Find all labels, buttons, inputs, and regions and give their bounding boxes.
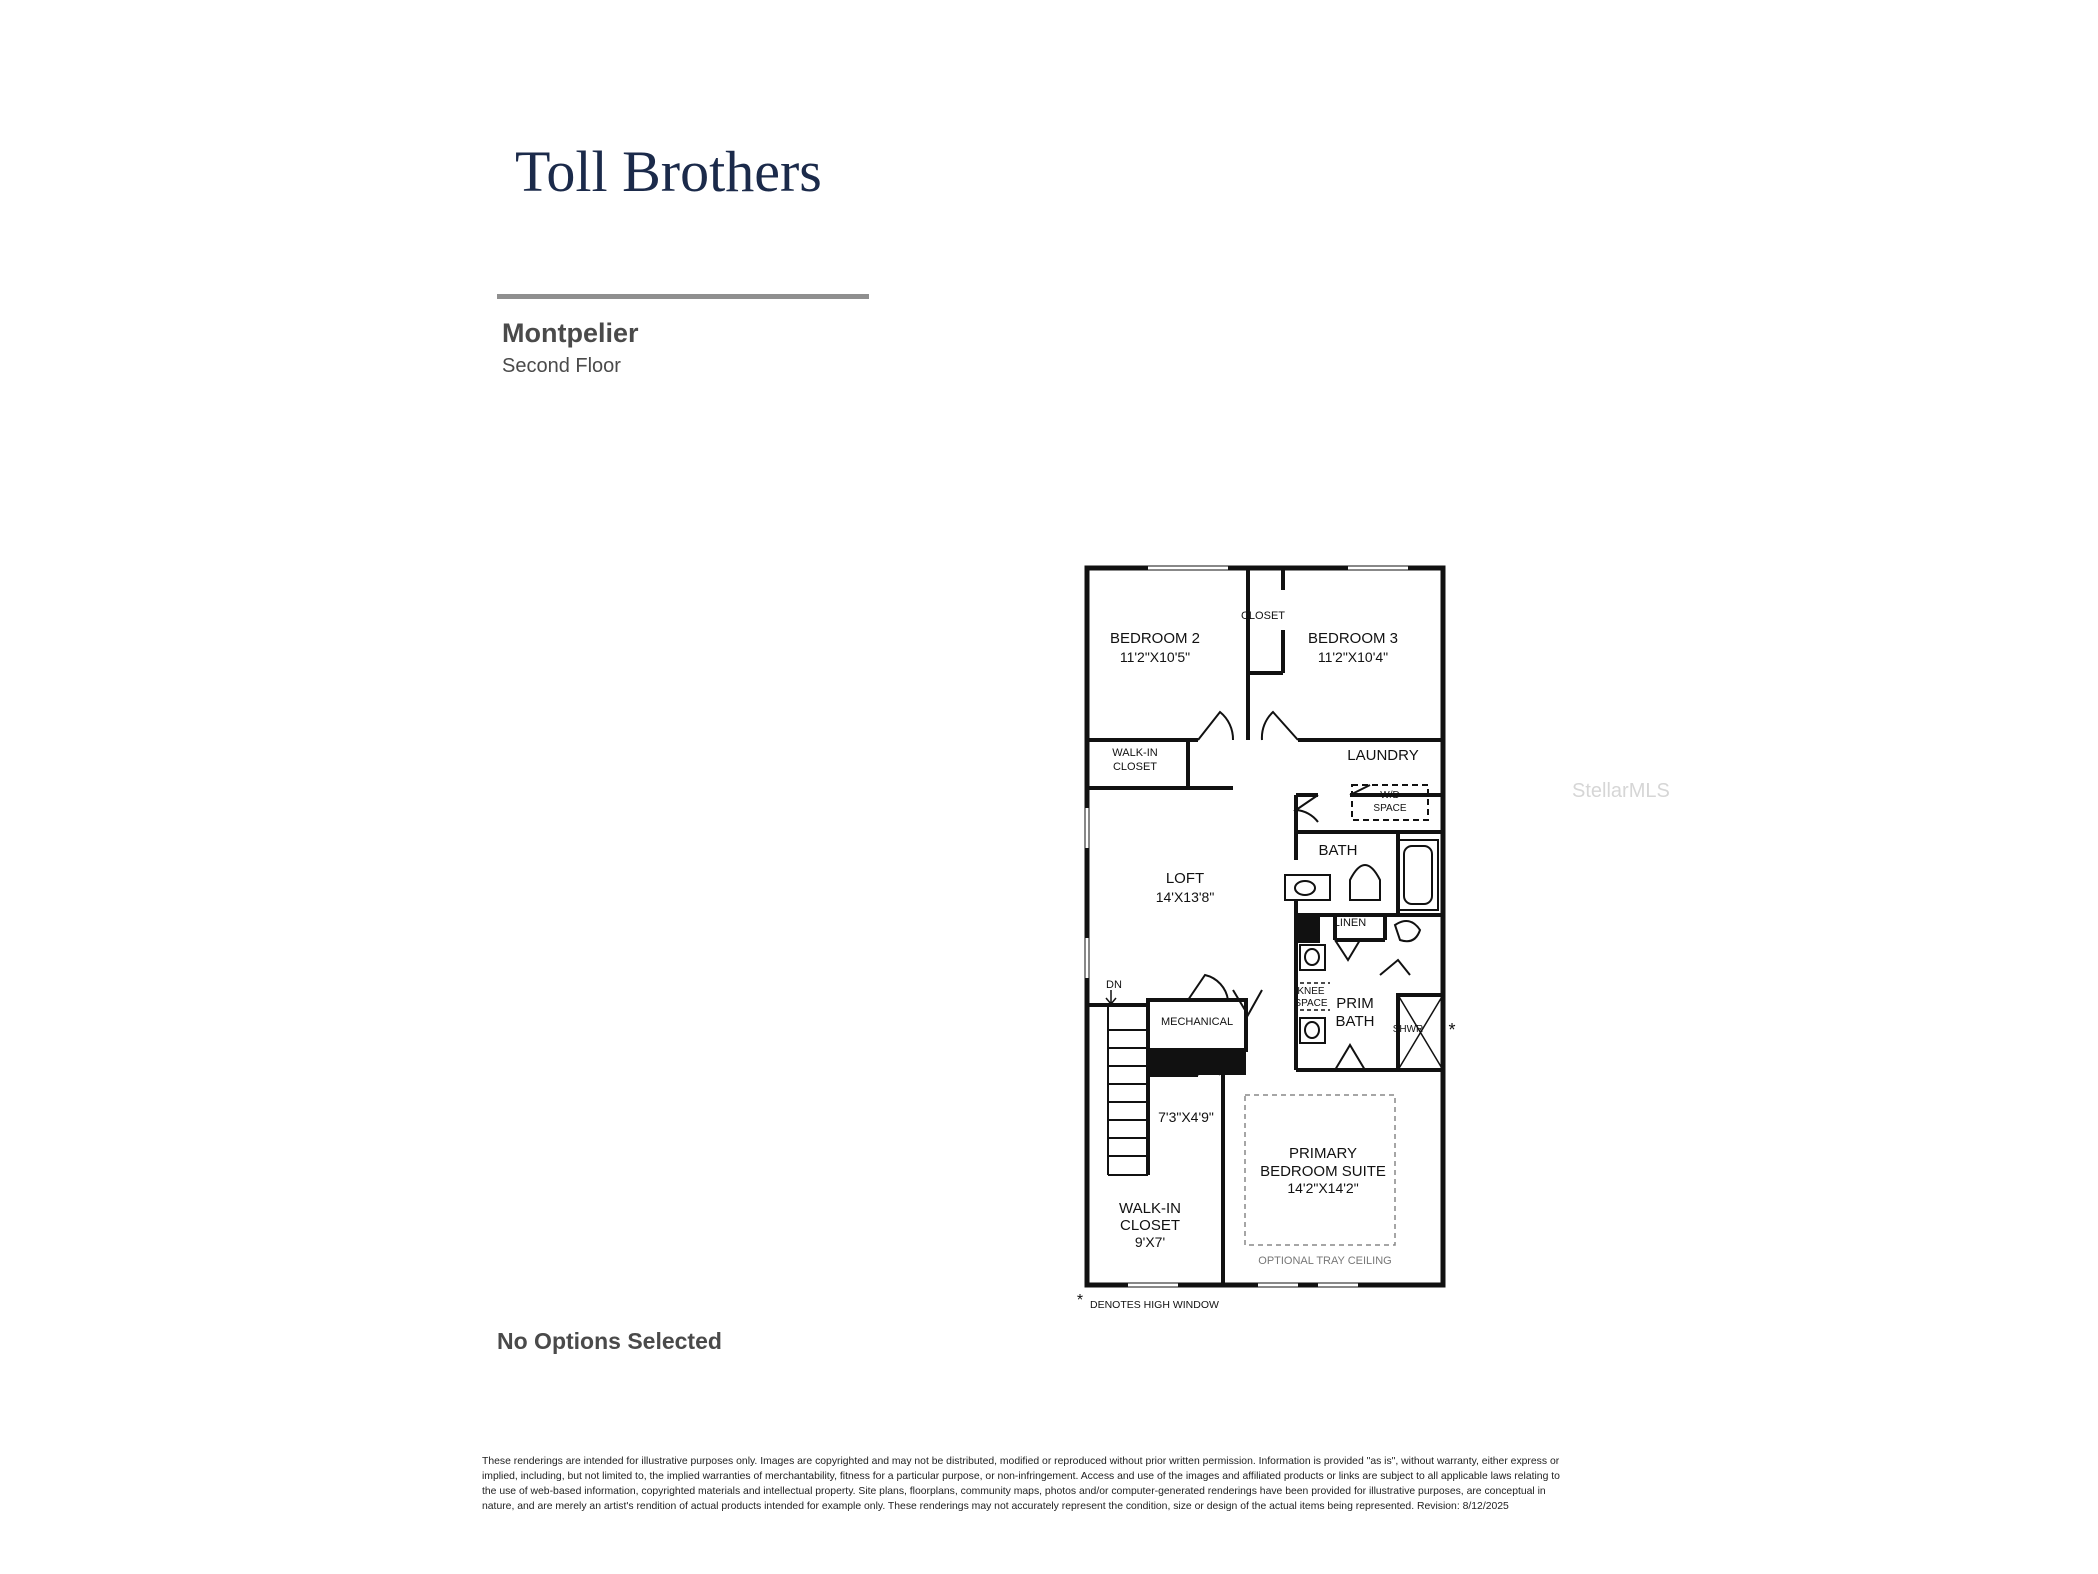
laundry-label: LAUNDRY	[1347, 747, 1418, 764]
loft-label: LOFT	[1166, 870, 1204, 887]
stair-down-arrow	[1105, 990, 1117, 1006]
wd-space-outline	[1351, 784, 1429, 821]
door-swings	[1187, 710, 1411, 1076]
high-window-note-marker: *	[1077, 1292, 1083, 1309]
mls-watermark: StellarMLS	[1572, 780, 1670, 802]
knee-space-label-1: KNEE	[1297, 986, 1325, 997]
primary-suite-label-1: PRIMARY	[1289, 1145, 1357, 1162]
tray-ceiling-outline	[1244, 1094, 1396, 1246]
bedroom2-label: BEDROOM 2	[1110, 630, 1200, 647]
wd-space-label-2: SPACE	[1373, 803, 1406, 814]
primary-suite-size: 14'2"X14'2"	[1287, 1180, 1358, 1196]
bedroom2-size: 11'2"X10'5"	[1120, 649, 1190, 665]
prim-bath-label-1: PRIM	[1336, 995, 1374, 1012]
closet-dim-label: 7'3"X4'9"	[1158, 1109, 1214, 1125]
mechanical-wall-block	[1148, 1050, 1246, 1075]
mechanical-label: MECHANICAL	[1161, 1016, 1233, 1028]
header-divider	[497, 294, 869, 299]
loft-size: 14'X13'8"	[1156, 889, 1215, 905]
tray-ceiling-label: OPTIONAL TRAY CEILING	[1258, 1255, 1391, 1267]
closet-label: CLOSET	[1241, 610, 1285, 622]
bedroom3-label: BEDROOM 3	[1308, 630, 1398, 647]
high-window-note: DENOTES HIGH WINDOW	[1090, 1299, 1219, 1311]
toll-brothers-logo: Toll Brothers	[515, 139, 822, 204]
wd-space-label-1: W/D	[1380, 790, 1399, 801]
bath-label: BATH	[1319, 842, 1358, 859]
primary-suite-label-2: BEDROOM SUITE	[1260, 1163, 1386, 1180]
walkin-closet-small-label-2: CLOSET	[1113, 761, 1157, 773]
bedroom3-size: 11'2"X10'4"	[1318, 649, 1388, 665]
linen-label: LINEN	[1334, 917, 1366, 929]
shwr-label: SHWR	[1393, 1024, 1424, 1035]
knee-space-label-2: SPACE	[1294, 998, 1327, 1009]
dn-label: DN	[1106, 979, 1122, 991]
stairs	[1107, 1005, 1148, 1176]
fixtures	[1284, 839, 1439, 1044]
chase-wall-block	[1296, 915, 1320, 943]
model-name: Montpelier	[502, 318, 639, 348]
floor-name: Second Floor	[502, 355, 621, 377]
walkin-closet-small-label-1: WALK-IN	[1112, 747, 1157, 759]
legal-disclaimer: These renderings are intended for illust…	[482, 1456, 1560, 1512]
interior-walls	[1087, 568, 1445, 1285]
walkin-closet-large-label-2: CLOSET	[1120, 1217, 1180, 1234]
walkin-closet-large-label-1: WALK-IN	[1119, 1200, 1181, 1217]
prim-bath-label-2: BATH	[1336, 1013, 1375, 1030]
high-window-marker: *	[1448, 1020, 1455, 1040]
options-status: No Options Selected	[497, 1328, 722, 1354]
walkin-closet-large-size: 9'X7'	[1135, 1234, 1165, 1250]
